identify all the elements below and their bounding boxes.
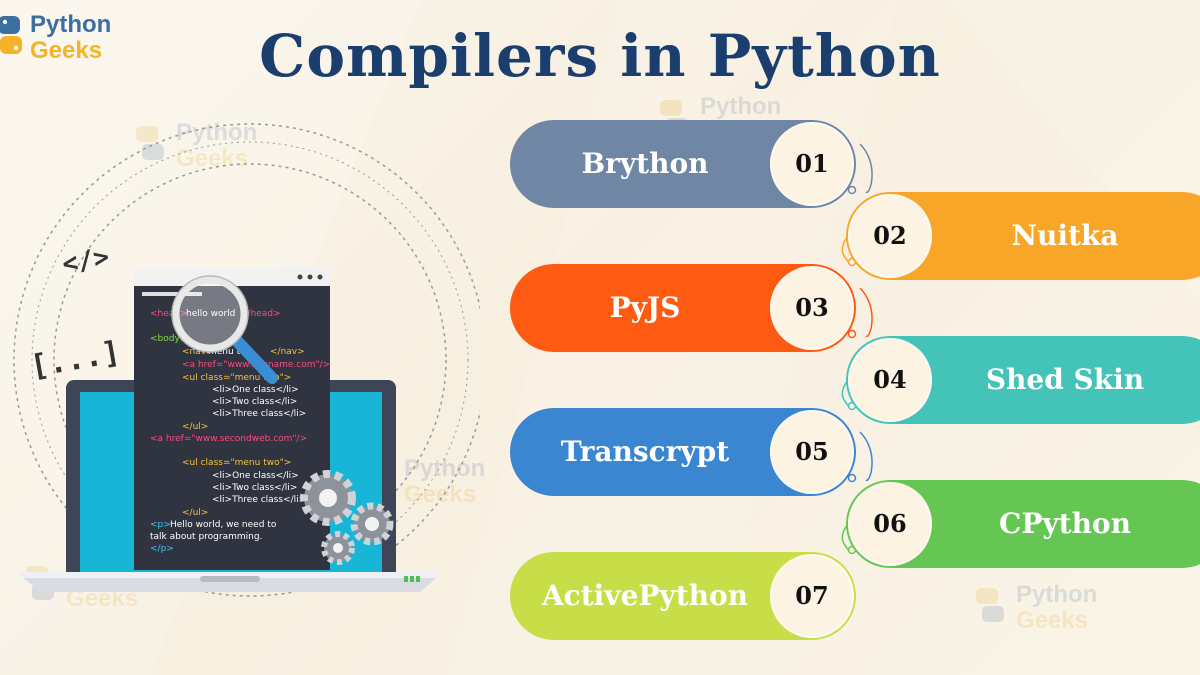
- orbit-circle: [53, 163, 447, 557]
- code-line: <li>One class</li>: [212, 471, 299, 481]
- logo-line-1: Python: [30, 11, 112, 38]
- page-title: Compilers in Python: [259, 22, 941, 90]
- magnifier-icon: [171, 275, 278, 384]
- watermark-line-2: Geeks: [404, 481, 477, 508]
- compiler-name: ActivePython: [541, 579, 749, 612]
- compiler-name: Nuitka: [1011, 219, 1119, 252]
- code-line: <a href="www.secondweb.com"/>: [150, 434, 307, 444]
- compiler-pill-shed-skin: Shed Skin 04: [846, 336, 1200, 424]
- code-line: <li>One class</li>: [212, 385, 299, 395]
- step-number: 07: [770, 554, 854, 638]
- compiler-name: Shed Skin: [985, 363, 1145, 396]
- code-line: <body>: [150, 334, 187, 344]
- code-line: <p>: [150, 520, 171, 530]
- ellipsis-bracket-icon: [...]: [28, 335, 123, 385]
- compiler-pill-transcrypt: Transcrypt 05: [510, 408, 856, 496]
- laptop-code-illustration: <head> hello world </head> <body> <nav> …: [13, 123, 480, 597]
- step-number: 06: [848, 482, 932, 566]
- compiler-pill-cpython: CPython 06: [846, 480, 1200, 568]
- code-line: </ul>: [182, 508, 208, 518]
- compiler-name: CPython: [999, 507, 1131, 540]
- compiler-name: Transcrypt: [560, 435, 730, 468]
- logo-line-2: Geeks: [30, 37, 103, 64]
- code-line: <head>: [150, 309, 188, 319]
- step-number: 01: [770, 122, 854, 206]
- code-line: <li>Two class</li>: [212, 483, 297, 493]
- compiler-pill-nuitka: Nuitka 02: [846, 192, 1200, 280]
- code-line: </ul>: [182, 422, 208, 432]
- code-line: <nav>: [182, 347, 214, 357]
- code-tag-icon: </>: [60, 242, 111, 280]
- step-number: 02: [848, 194, 932, 278]
- code-line: Hello world, we need to: [170, 520, 277, 530]
- watermark-line-1: Python: [1016, 581, 1098, 608]
- gear-icon: [321, 531, 355, 565]
- code-line: <ul class="menu two">: [182, 373, 291, 383]
- compiler-name: Brython: [581, 147, 709, 180]
- code-line: <li>Three class</li>: [212, 495, 306, 505]
- code-line: </p>: [150, 544, 174, 554]
- code-line: talk about programming.: [150, 532, 262, 542]
- code-window: [134, 268, 330, 570]
- watermark-line-2: Geeks: [176, 145, 249, 172]
- code-line: <li>Three class</li>: [212, 409, 306, 419]
- step-number: 05: [770, 410, 854, 494]
- code-line: menu two: [208, 347, 253, 357]
- step-number: 04: [848, 338, 932, 422]
- gear-icon: [300, 470, 356, 526]
- watermark-line-1: Python: [404, 455, 486, 482]
- compiler-name: PyJS: [609, 291, 681, 324]
- code-line: </head>: [240, 309, 281, 319]
- code-line: <li>Two class</li>: [212, 397, 297, 407]
- code-line: <ul class="menu two">: [182, 458, 291, 468]
- python-geeks-logo[interactable]: Python Geeks: [0, 6, 140, 66]
- watermark: Python Geeks: [976, 581, 1098, 634]
- step-number: 03: [770, 266, 854, 350]
- compiler-pill-brython: Brython 01: [510, 120, 856, 208]
- python-logo-icon: [976, 588, 1004, 622]
- compiler-pill-pyjs: PyJS 03: [510, 264, 856, 352]
- code-line: </nav>: [270, 347, 305, 357]
- code-line: hello world: [186, 309, 235, 319]
- watermark-line-1: Python: [700, 93, 782, 120]
- python-logo-icon: [0, 16, 22, 54]
- python-logo-icon: [136, 126, 164, 160]
- compiler-pill-activepython: ActivePython 07: [510, 552, 856, 640]
- watermark-line-2: Geeks: [1016, 607, 1089, 634]
- gear-icon: [350, 502, 394, 546]
